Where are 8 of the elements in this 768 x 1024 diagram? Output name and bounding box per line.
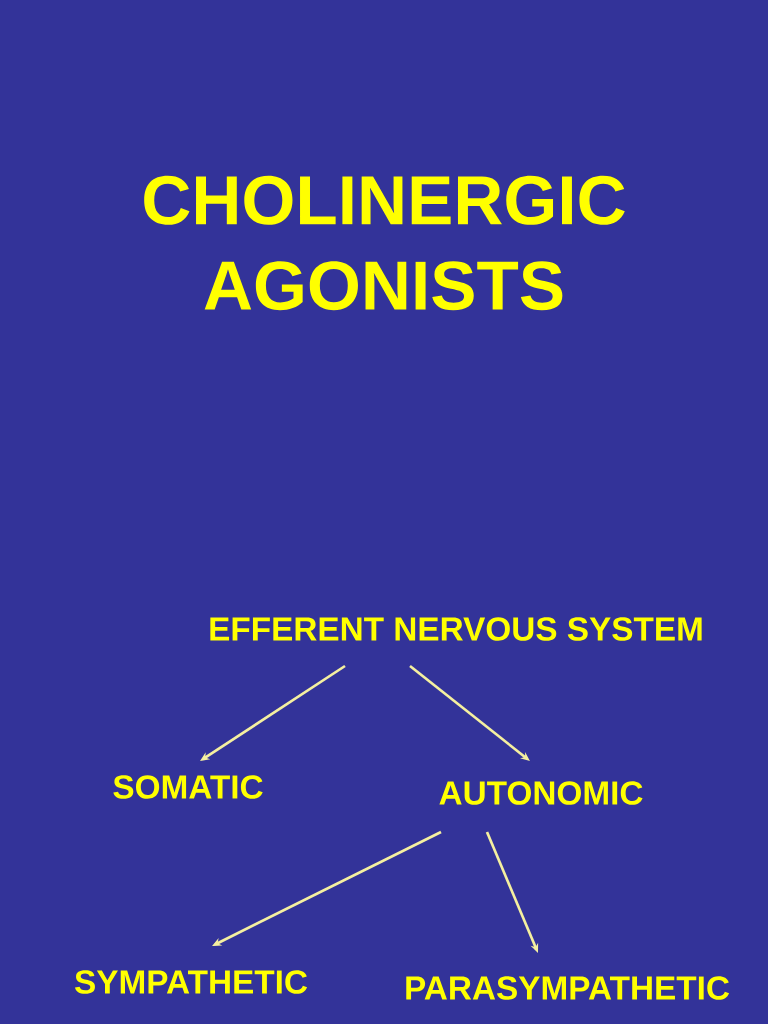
node-label: SOMATIC (113, 775, 263, 799)
title: CHOLINERGIC AGONISTS (144, 175, 625, 311)
arrow (409, 664, 530, 761)
node-label: SYMPATHETIC (75, 970, 308, 994)
node-label: EFFERENT NERVOUS SYSTEM (210, 617, 702, 641)
node-label: AUTONOMIC (439, 781, 643, 805)
arrow (200, 664, 346, 761)
node-label: PARASYMPATHETIC (406, 976, 730, 1000)
